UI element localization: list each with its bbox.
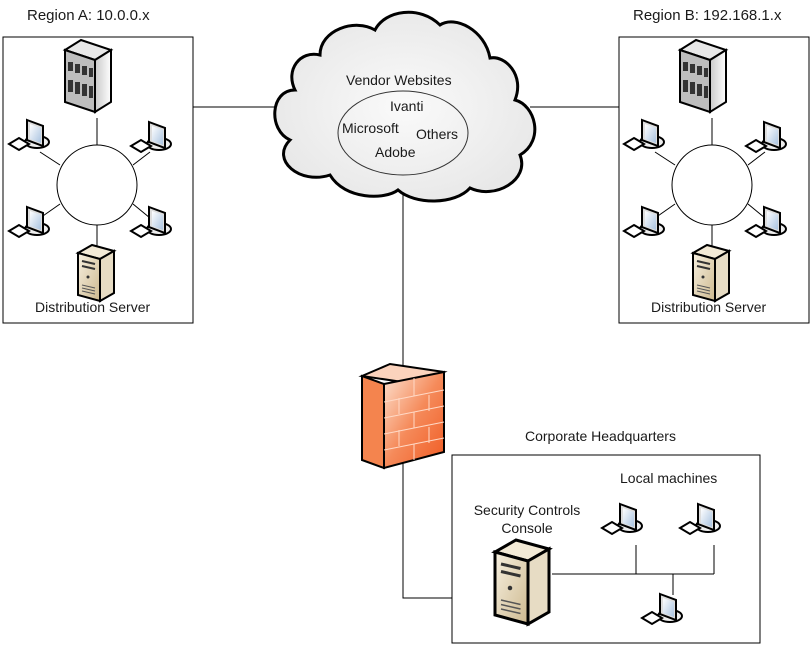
console-server-icon xyxy=(493,538,551,626)
vendor-adobe: Adobe xyxy=(375,144,416,160)
region-a-server-label: Distribution Server xyxy=(35,299,151,315)
link-firewall-hq xyxy=(402,460,452,599)
distribution-server-icon xyxy=(692,244,730,302)
console-label-line1: Security Controls xyxy=(473,502,581,518)
local-machines-label: Local machines xyxy=(620,470,718,486)
region-b-topology xyxy=(623,39,787,302)
vendor-ellipse xyxy=(337,90,469,176)
building-icon xyxy=(679,39,727,113)
cloud-icon xyxy=(273,10,537,203)
hq-topology xyxy=(493,503,721,626)
region-b-server-label: Distribution Server xyxy=(651,299,767,315)
vendor-ivanti: Ivanti xyxy=(390,98,424,114)
firewall-icon xyxy=(358,362,448,470)
cloud-title: Vendor Websites xyxy=(346,72,452,88)
hq-title: Corporate Headquarters xyxy=(525,428,676,444)
distribution-server-icon xyxy=(77,244,115,302)
region-a-title: Region A: 10.0.0.x xyxy=(27,7,150,24)
building-icon xyxy=(64,39,112,113)
region-b-title: Region B: 192.168.1.x xyxy=(633,7,782,24)
vendor-others: Others xyxy=(416,126,459,142)
console-label-line2: Console xyxy=(501,520,553,536)
region-a-ring xyxy=(56,144,138,226)
vendor-microsoft: Microsoft xyxy=(342,120,399,136)
region-a-topology xyxy=(8,39,172,302)
region-b-ring xyxy=(671,144,753,226)
